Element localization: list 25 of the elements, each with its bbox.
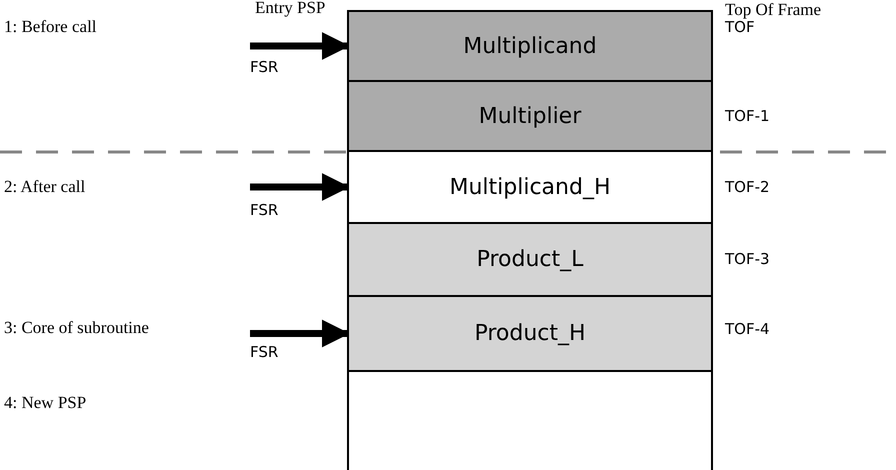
stack-slot — [347, 295, 713, 372]
pointer-label: Entry PSP — [255, 0, 326, 18]
register-label: FSR — [250, 58, 278, 76]
phase-label: 1: Before call — [4, 17, 97, 37]
slot-label: Multiplier — [478, 104, 582, 128]
stack-slot — [347, 10, 713, 82]
register-label: FSR — [250, 343, 278, 361]
slot-label: Product_H — [474, 321, 586, 346]
slot-label: Multiplicand — [463, 34, 597, 58]
phase-label: 4: New PSP — [4, 393, 86, 413]
offset-label: TOF-1 — [725, 107, 770, 125]
phase-label: 3: Core of subroutine — [4, 318, 149, 338]
empty-stack-slot — [347, 370, 713, 470]
offset-label: TOF-2 — [725, 178, 770, 196]
phase-label: 2: After call — [4, 177, 86, 197]
stack-slot — [347, 80, 713, 152]
register-label: FSR — [250, 201, 278, 219]
offset-label: TOF-3 — [725, 250, 770, 268]
offset-label: Top Of Frame — [725, 0, 822, 20]
offset-label: TOF-4 — [725, 320, 770, 338]
stack-slot — [347, 222, 713, 297]
slot-label: Multiplicand_H — [450, 174, 610, 200]
stack-slot — [347, 150, 713, 224]
offset-label: TOF — [725, 18, 755, 36]
slot-label: Product_L — [476, 247, 584, 272]
